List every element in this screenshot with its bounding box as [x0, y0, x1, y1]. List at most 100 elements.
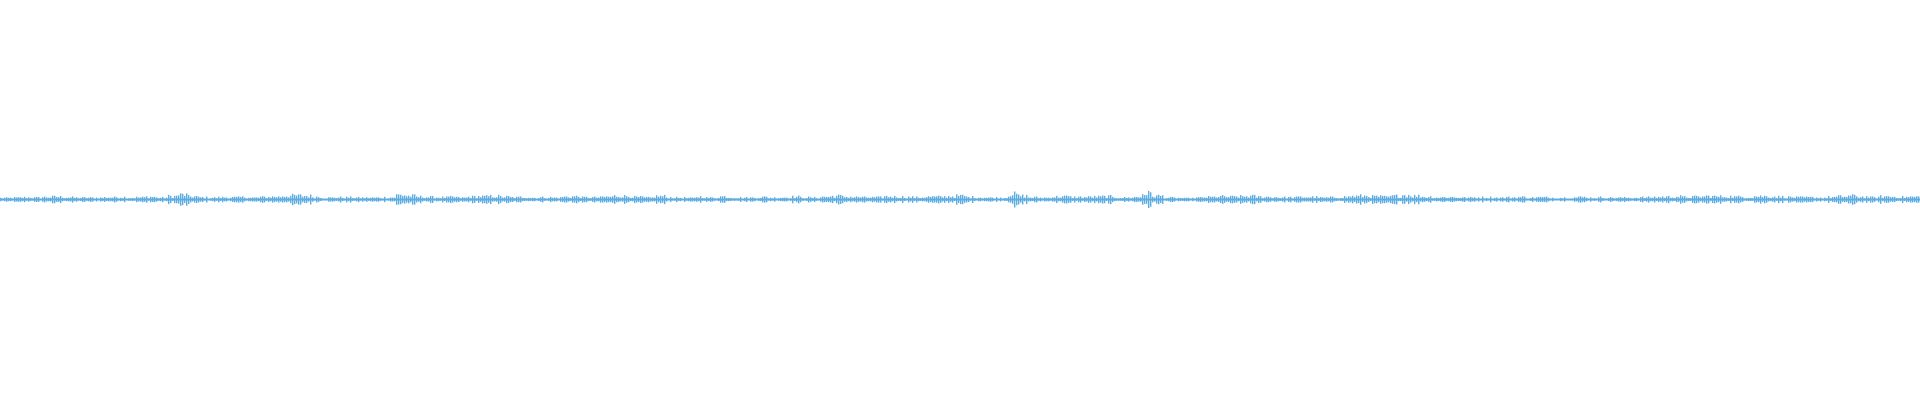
waveform-bar [1350, 196, 1352, 203]
waveform-bar [646, 197, 648, 202]
waveform-bar [286, 196, 288, 203]
waveform-bar [1354, 197, 1356, 202]
waveform-bar [1324, 197, 1326, 202]
waveform-bar [1872, 196, 1874, 203]
waveform-bar [440, 198, 442, 201]
waveform-bar [484, 195, 486, 204]
waveform-bar [1334, 197, 1336, 202]
waveform-bar [944, 196, 946, 203]
waveform-bar [1398, 197, 1400, 202]
waveform-bar [62, 197, 64, 202]
waveform-bar [1162, 195, 1164, 204]
waveform-bar [1170, 196, 1172, 203]
waveform-bar [1360, 194, 1362, 205]
waveform-bar [1130, 198, 1132, 201]
waveform-bar [1882, 197, 1884, 202]
waveform-bar [1624, 196, 1626, 203]
waveform-bar [4, 197, 6, 202]
waveform-bar [1844, 196, 1846, 203]
waveform-bar [300, 194, 302, 205]
waveform-bar [56, 197, 58, 202]
waveform-bar [54, 195, 56, 204]
waveform-bar [356, 197, 358, 202]
waveform-bar [1202, 197, 1204, 202]
waveform-bar [478, 196, 480, 203]
waveform-bar [1642, 196, 1644, 203]
waveform-bar [492, 197, 494, 202]
waveform-bar [1126, 198, 1128, 201]
waveform-bar [212, 197, 214, 202]
waveform-bar [1752, 198, 1754, 201]
waveform-bar [1748, 197, 1750, 202]
waveform-bar [1372, 195, 1374, 204]
waveform-bar [1496, 197, 1498, 202]
waveform-bar [1658, 196, 1660, 203]
waveform-bar [1268, 196, 1270, 203]
waveform-bar [200, 197, 202, 202]
waveform-bar [1572, 198, 1574, 201]
waveform-bar [1182, 198, 1184, 201]
waveform-bar [1712, 195, 1714, 204]
waveform-bar [1544, 196, 1546, 203]
waveform-bar [1030, 197, 1032, 202]
waveform-bar [1648, 196, 1650, 203]
waveform-bar [1902, 195, 1904, 204]
waveform-bar [50, 197, 52, 202]
waveform-bar [102, 197, 104, 202]
waveform-bar [1284, 196, 1286, 203]
waveform-bar [194, 196, 196, 203]
waveform-bar [966, 196, 968, 203]
waveform-bar [1250, 195, 1252, 204]
waveform-bar [334, 197, 336, 202]
waveform-bar [1214, 196, 1216, 203]
waveform-bar [994, 198, 996, 201]
waveform-bar [556, 197, 558, 202]
waveform-bar [1044, 197, 1046, 202]
waveform-bar [360, 198, 362, 201]
waveform-bar [1586, 197, 1588, 202]
waveform-bar [1610, 196, 1612, 203]
waveform-bar [1036, 196, 1038, 203]
waveform-bar [1626, 197, 1628, 202]
waveform-bar [1314, 198, 1316, 201]
waveform-bar [94, 198, 96, 201]
waveform-bar [414, 194, 416, 205]
waveform-bar [1656, 197, 1658, 202]
waveform-bar [434, 198, 436, 201]
waveform-bar [16, 197, 18, 202]
waveform-bar [1894, 196, 1896, 203]
waveform-bar [90, 197, 92, 202]
waveform-bar [736, 198, 738, 201]
waveform-bar [1168, 197, 1170, 202]
waveform-bar [716, 198, 718, 201]
waveform-bar [1774, 196, 1776, 203]
waveform-bar [728, 197, 730, 202]
waveform-bar [0, 197, 2, 202]
waveform-bar [892, 197, 894, 202]
waveform-bar [722, 196, 724, 203]
waveform-bar [796, 196, 798, 203]
waveform-bar [326, 198, 328, 201]
waveform-bar [304, 196, 306, 203]
waveform-bar [1368, 197, 1370, 202]
waveform-bar [672, 198, 674, 201]
waveform-bar [338, 197, 340, 202]
waveform-bar [366, 197, 368, 202]
waveform-bar [204, 198, 206, 201]
waveform-bar [1444, 197, 1446, 202]
waveform-bar [976, 198, 978, 201]
waveform-bar [652, 197, 654, 202]
waveform-bar [1512, 197, 1514, 202]
waveform-bar [1806, 196, 1808, 203]
waveform-bar [1330, 196, 1332, 203]
waveform-bar [554, 197, 556, 202]
waveform-bar [1208, 195, 1210, 204]
waveform-bar [1390, 195, 1392, 204]
waveform-bar [1772, 197, 1774, 202]
waveform-bar [1468, 197, 1470, 202]
waveform-bar [1054, 197, 1056, 202]
waveform-bar [176, 195, 178, 204]
waveform-bar [290, 195, 292, 204]
waveform-bar [132, 197, 134, 202]
